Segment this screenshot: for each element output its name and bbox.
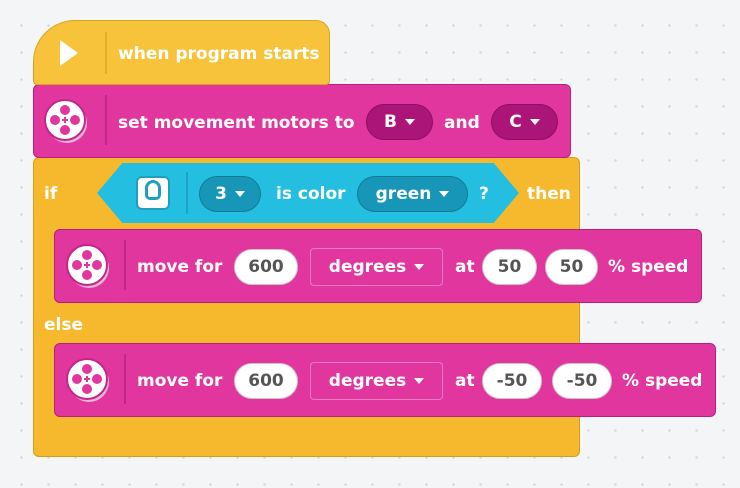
at-label: at: [455, 257, 475, 277]
right-speed-input[interactable]: 50: [545, 249, 598, 285]
left-speed-input[interactable]: 50: [482, 249, 537, 285]
then-label: then: [527, 184, 571, 204]
move-for-label: move for: [137, 257, 223, 277]
block-separator: [124, 240, 126, 290]
amount-input[interactable]: 600: [234, 363, 298, 399]
block-separator: [124, 354, 126, 404]
chevron-down-icon: [414, 264, 425, 270]
unit-value: degrees: [328, 371, 407, 391]
condition-separator: [186, 172, 188, 214]
at-label: at: [455, 371, 475, 391]
block-separator: [105, 32, 107, 74]
play-icon: [60, 40, 78, 66]
chevron-down-icon: [234, 191, 245, 197]
right-speed-input[interactable]: -50: [552, 363, 612, 399]
color-dropdown[interactable]: green: [357, 176, 468, 212]
question-mark: ?: [479, 184, 489, 204]
speed-label: % speed: [622, 371, 703, 391]
color-sensor-icon-inner: [145, 180, 161, 200]
unit-value: degrees: [328, 257, 407, 277]
amount-input[interactable]: 600: [234, 249, 298, 285]
if-label: if: [44, 184, 58, 204]
motor-2-value: C: [509, 112, 522, 132]
left-speed-input[interactable]: -50: [482, 363, 542, 399]
motor-2-dropdown[interactable]: C: [491, 104, 558, 140]
unit-dropdown[interactable]: degrees: [310, 362, 443, 400]
set-movement-motors-block[interactable]: [33, 84, 571, 158]
motor-1-dropdown[interactable]: B: [366, 104, 433, 140]
color-value: green: [375, 184, 432, 204]
port-value: 3: [215, 184, 227, 204]
else-label: else: [44, 315, 84, 335]
port-dropdown[interactable]: 3: [199, 176, 261, 212]
motor-1-value: B: [384, 112, 397, 132]
chevron-down-icon: [439, 191, 450, 197]
speed-label: % speed: [608, 257, 689, 277]
when-program-starts-block[interactable]: [33, 20, 330, 85]
chevron-down-icon: [404, 119, 415, 125]
motor-icon: [44, 99, 87, 143]
chevron-down-icon: [529, 119, 540, 125]
motor-icon: [66, 244, 109, 288]
move-for-label: move for: [137, 371, 223, 391]
and-label: and: [444, 113, 480, 133]
when-program-starts-label: when program starts: [118, 44, 320, 64]
unit-dropdown[interactable]: degrees: [310, 248, 443, 286]
motor-icon: [66, 358, 109, 402]
set-movement-motors-label: set movement motors to: [118, 113, 355, 133]
is-color-label: is color: [276, 184, 346, 204]
chevron-down-icon: [414, 378, 425, 384]
block-separator: [105, 95, 107, 145]
